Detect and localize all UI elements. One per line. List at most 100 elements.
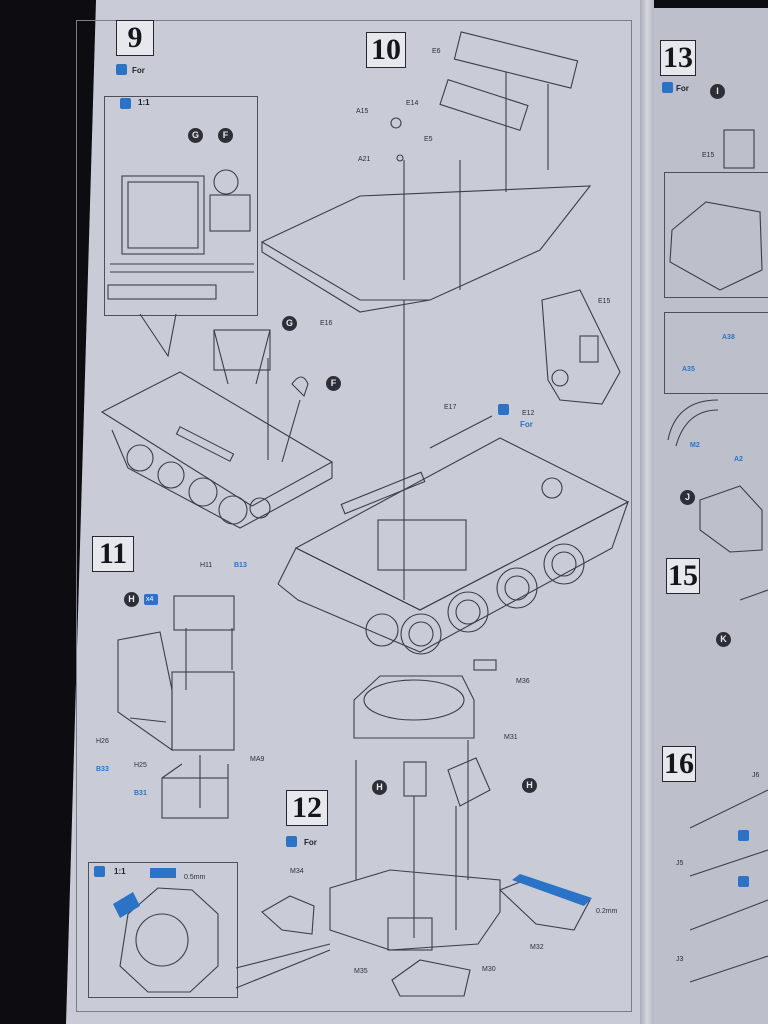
step-number-16: 16 (662, 746, 696, 782)
inset-hatch-plate (121, 175, 205, 255)
panel-E15 (541, 289, 621, 405)
frame-MA9 (161, 777, 229, 819)
part-label-E5: E5 (424, 136, 433, 143)
marker-J: J (680, 490, 695, 505)
decal-strip-M32 (512, 874, 592, 906)
marker-G: G (188, 128, 203, 143)
step-number-15: 15 (666, 558, 700, 594)
part-label-A21: A21 (358, 156, 371, 163)
count-icon (144, 594, 158, 605)
frame-G (213, 329, 271, 371)
inset-periscope (213, 169, 239, 195)
part-M36 (473, 659, 497, 671)
fighting-compartment (377, 519, 467, 571)
instruction-sheet-left (66, 0, 650, 1024)
part-H-right (447, 757, 491, 807)
step-number-11: 11 (92, 536, 134, 572)
turret-M31 (353, 675, 475, 739)
part-M34 (261, 895, 315, 935)
inset-frame-13 (664, 172, 768, 298)
part-M35 (391, 959, 471, 997)
part-label-A15: A15 (356, 108, 369, 115)
main-border (76, 20, 632, 1012)
step-number-13: 13 (660, 40, 696, 76)
part-label-J5: J5 (676, 860, 684, 867)
marker-G2: G (282, 316, 297, 331)
option-icon (286, 836, 297, 847)
plate-E14 (439, 78, 529, 132)
option-icon (662, 82, 673, 93)
sheet-fold (640, 0, 654, 1024)
marker-F2: F (326, 376, 341, 391)
part-label-E14: E14 (406, 100, 419, 107)
count-x4: x4 (146, 596, 154, 603)
marker-H3: H (522, 778, 537, 793)
part-H-left (403, 761, 427, 797)
part-label-B13: B13 (234, 562, 247, 569)
upper-deck (260, 185, 592, 301)
part-label-E15: E15 (598, 298, 611, 305)
step-number-10: 10 (366, 32, 406, 68)
part-label-M32: M32 (530, 944, 544, 951)
scale-label-b: 1:1 (114, 867, 126, 876)
marker-H: H (124, 592, 139, 607)
marker-H2: H (372, 780, 387, 795)
scale-label-a: 1:1 (138, 98, 150, 107)
part-label-A2: A2 (734, 456, 743, 463)
scale-icon (120, 98, 131, 109)
lower-hull (294, 437, 630, 611)
inset-ring (119, 887, 219, 993)
part-label-B33: B33 (96, 766, 109, 773)
part-label-M31: M31 (504, 734, 518, 741)
part-label-E6: E6 (432, 48, 441, 55)
option-icon (738, 876, 749, 887)
hull-step9 (100, 371, 334, 507)
part-label-H26: H26 (96, 738, 109, 745)
for-label-b: For (304, 838, 317, 847)
option-icon (498, 404, 509, 415)
for-label-a: For (132, 66, 145, 75)
dimension-0-2mm: 0.2mm (596, 908, 618, 915)
marker-I: I (710, 84, 725, 99)
part-label-M30: M30 (482, 966, 496, 973)
part-label-A35: A35 (682, 366, 695, 373)
marker-F: F (218, 128, 233, 143)
inset-rail (107, 284, 217, 300)
inset-frame-12 (88, 862, 238, 998)
part-label-E16: E16 (320, 320, 333, 327)
part-label-M2: M2 (690, 442, 700, 449)
dimension-0-5mm: 0.5mm (184, 874, 206, 881)
part-label-MA9: MA9 (250, 756, 265, 763)
part-label-A38: A38 (722, 334, 735, 341)
part-label-M34: M34 (290, 868, 304, 875)
part-label-E12: E12 (522, 410, 535, 417)
part-label-M35: M35 (354, 968, 368, 975)
decal-inset-top (150, 868, 176, 878)
inset-mount (209, 194, 251, 232)
panel-H26 (117, 631, 173, 752)
decal-inset-left (113, 892, 140, 918)
inset-frame-9 (104, 96, 258, 316)
box-H11 (173, 595, 235, 631)
part-label-M36: M36 (516, 678, 530, 685)
option-icon (116, 64, 127, 75)
part-label-E17: E17 (444, 404, 457, 411)
box-H25 (171, 671, 235, 751)
inset-hatch-inner (127, 181, 199, 249)
part-label-H11: H11 (200, 562, 213, 569)
part-label-J3: J3 (676, 956, 684, 963)
step-number-9: 9 (116, 20, 154, 56)
plate-E6 (453, 31, 579, 89)
marker-K: K (716, 632, 731, 647)
part-F (291, 376, 309, 398)
inset-frame-14 (664, 312, 768, 394)
part-label-H25: H25 (134, 762, 147, 769)
for-label-b2: For (520, 420, 533, 429)
part-label-J6: J6 (752, 772, 760, 779)
scale-icon (94, 866, 105, 877)
base-M30 (329, 869, 501, 951)
option-icon (738, 830, 749, 841)
for-label-13: For (676, 84, 689, 93)
step-number-12: 12 (286, 790, 328, 826)
